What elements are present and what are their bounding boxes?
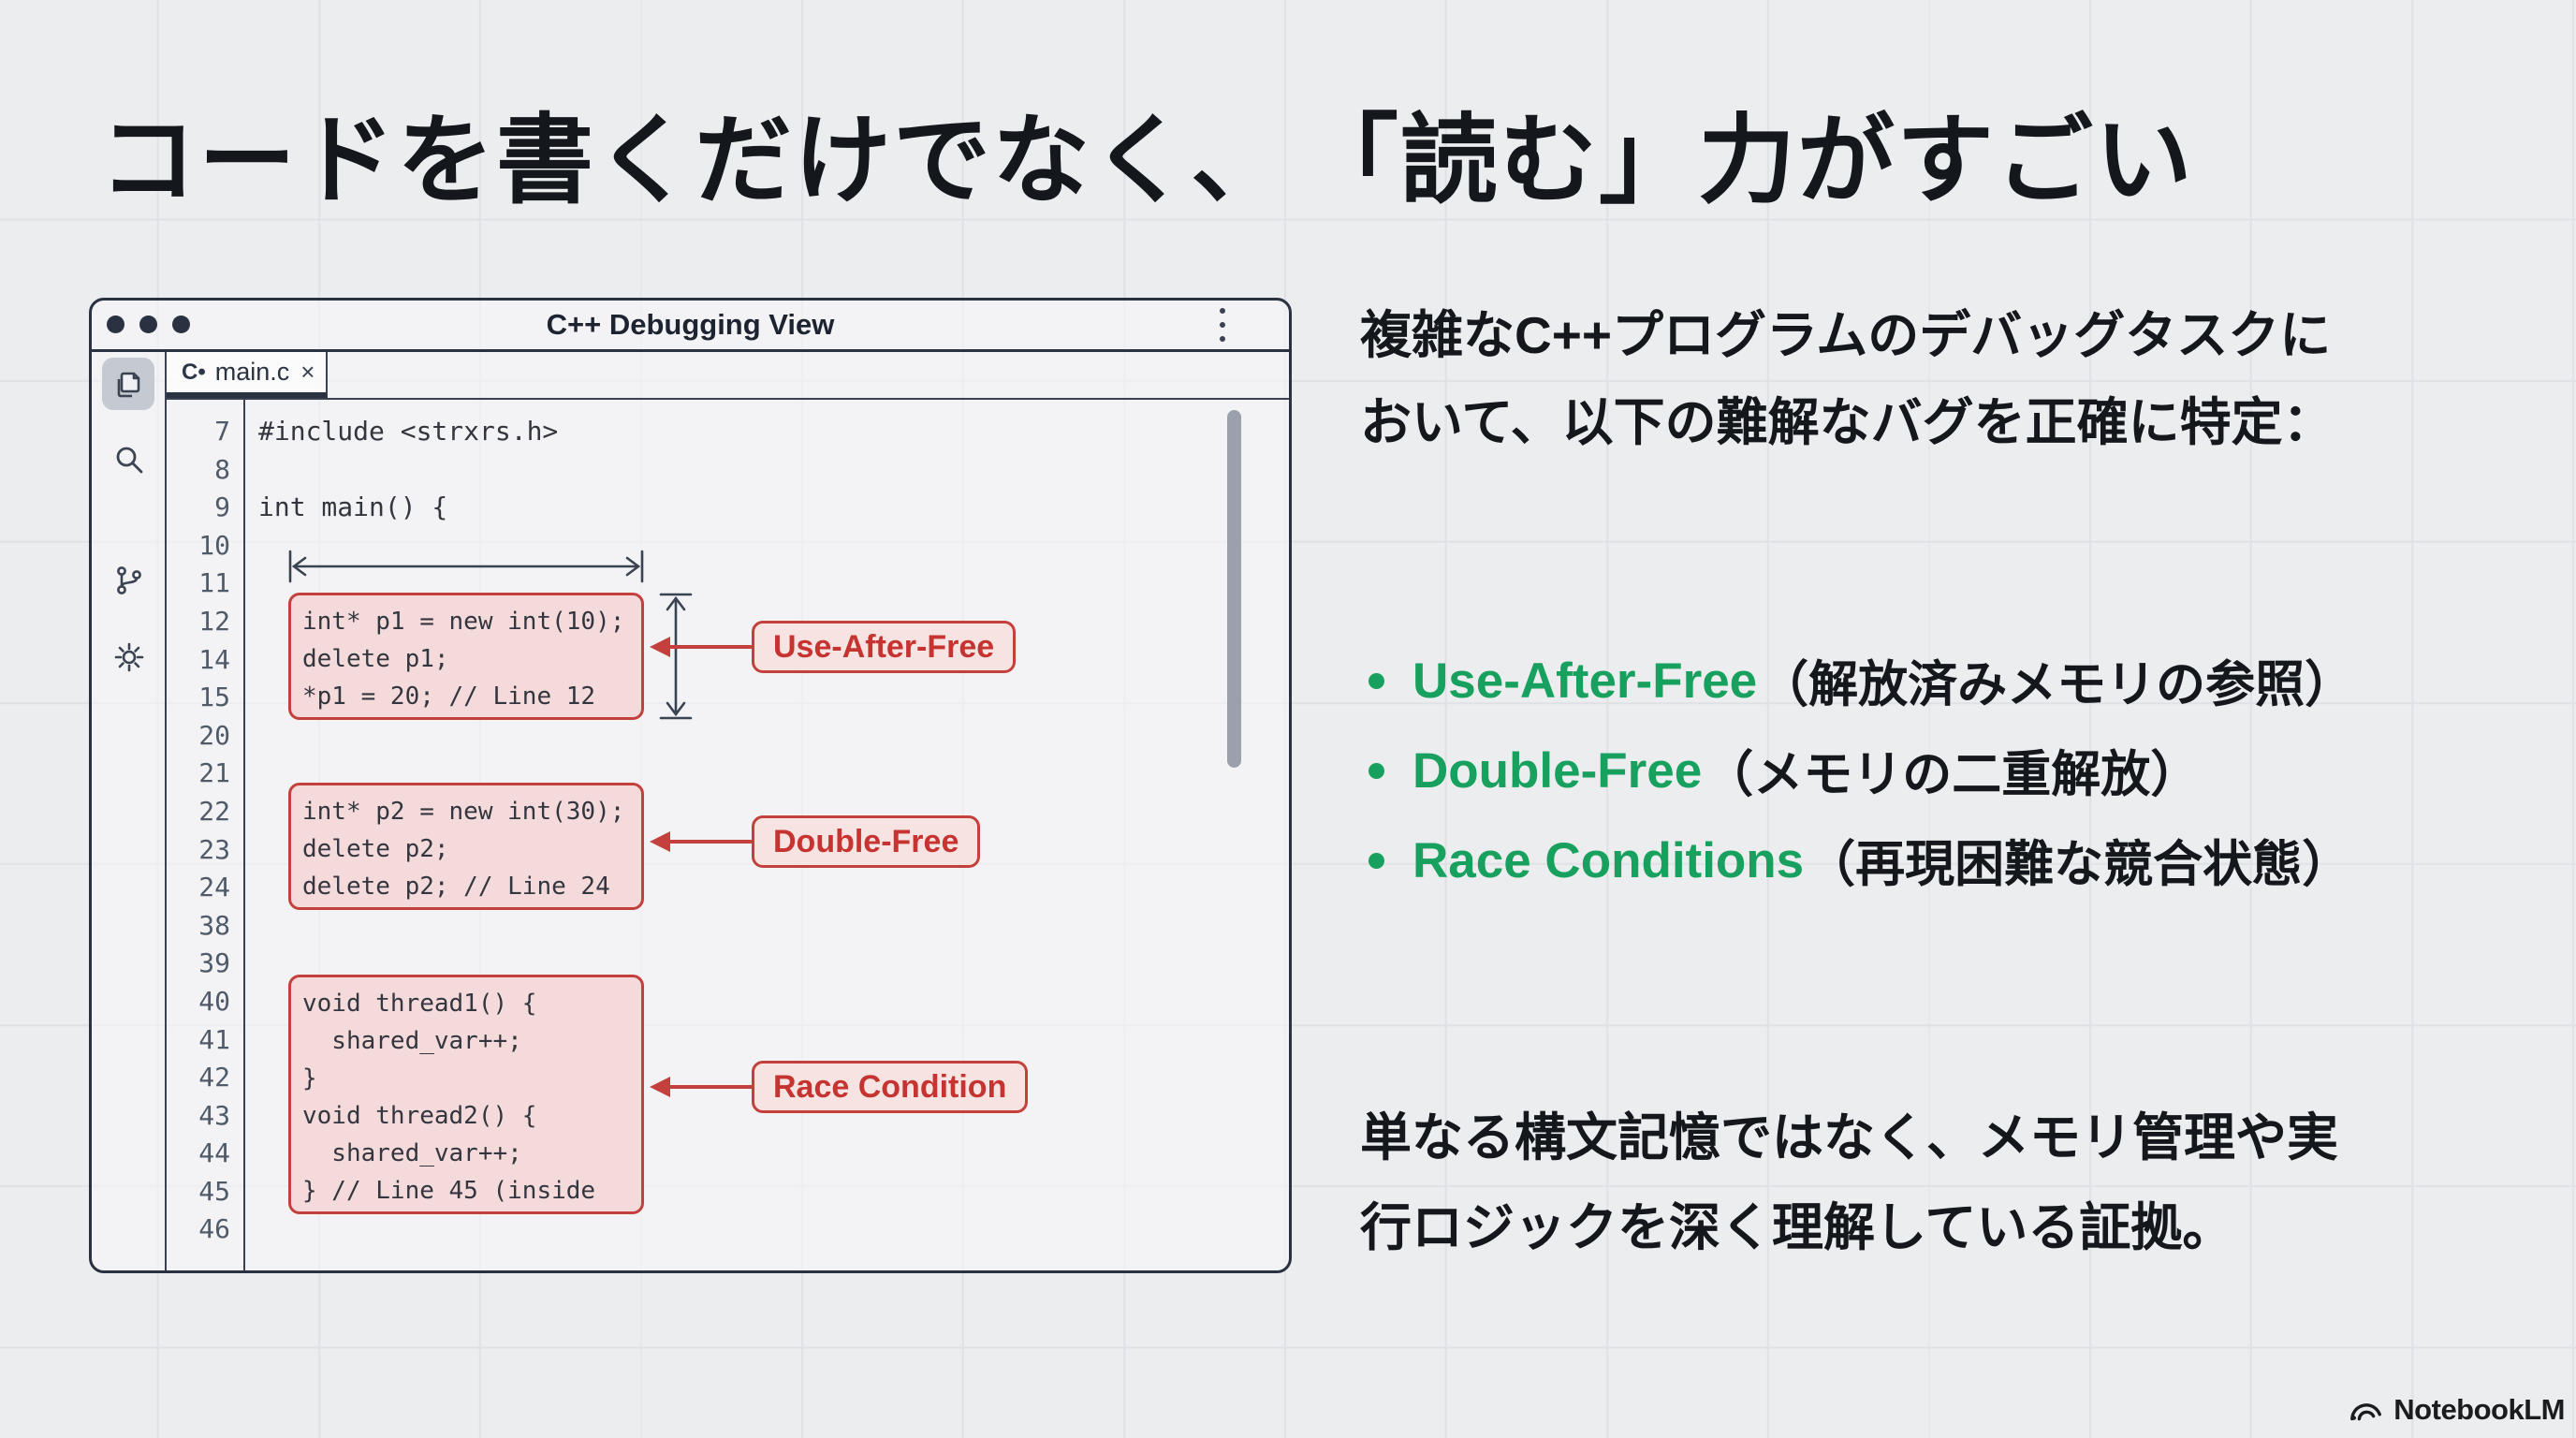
window-title: C++ Debugging View [546,308,835,341]
callout-label: Race Condition [773,1068,1007,1105]
bug-term: Double-Free [1412,742,1703,799]
callout-label: Double-Free [773,823,959,859]
line-number-gutter: 7 8 9 10 11 12 14 15 20 21 22 23 24 38 3… [167,398,245,1270]
bug-code: int* p1 = new int(10); delete p1; *p1 = … [302,608,625,711]
width-measure-arrow [288,550,644,583]
source-control-button[interactable] [112,564,146,597]
bug-desc: （再現困難な競合状態） [1806,837,2352,892]
files-icon [117,372,140,398]
c-file-icon: C• [182,359,206,385]
bug-list: Use-After-Free （解放済みメモリの参照） Double-Free … [1368,636,2354,905]
callout-label: Use-After-Free [773,628,995,665]
bug-code: int* p2 = new int(30); delete p2; delete… [302,798,625,901]
callout-arrow [650,831,754,852]
tab-main-c[interactable]: C• main.c × [167,352,328,398]
brand-name: NotebookLM [2393,1393,2565,1426]
page-title-right: 「読む」力がすごい [1350,107,2195,215]
git-branch-icon [117,566,141,594]
kebab-menu-icon[interactable] [1218,308,1227,342]
notebooklm-logo-icon [2350,1403,2382,1421]
bug-term: Race Conditions [1412,832,1805,888]
tab-filename: main.c [214,358,290,386]
tab-bar: C• main.c × [167,352,1289,400]
code-top-lines: #include <strxrs.h> int main() { [258,416,559,523]
traffic-light-zoom-icon[interactable] [172,315,190,333]
height-measure-arrow [659,593,693,720]
bug-code: void thread1() { shared_var++; } void th… [302,990,596,1205]
bullet-dot-icon [1368,852,1384,869]
bug-highlight-use-after-free: int* p1 = new int(10); delete p1; *p1 = … [288,593,644,720]
callout-double-free: Double-Free [752,815,981,868]
traffic-light-minimize-icon[interactable] [139,315,157,333]
search-button[interactable] [112,443,146,477]
intro-paragraph: 複雑なC++プログラムのデバッグタスクに おいて、以下の難解なバグを正確に特定： [1360,306,2334,451]
window-titlebar: C++ Debugging View [92,301,1289,352]
list-item: Race Conditions （再現困難な競合状態） [1368,815,2354,905]
page-title: コードを書くだけでなく、「読む」力がすごい [99,81,2194,222]
search-icon [116,447,143,474]
bug-highlight-double-free: int* p2 = new int(30); delete p2; delete… [288,783,644,910]
list-item: Double-Free （メモリの二重解放） [1368,726,2354,815]
list-item: Use-After-Free （解放済みメモリの参照） [1368,636,2354,726]
gear-icon [114,642,144,672]
outro-paragraph: 単なる構文記憶ではなく、メモリ管理や実 行ロジックを深く理解している証拠。 [1360,1108,2339,1256]
vertical-scrollbar[interactable] [1227,410,1241,768]
bug-desc: （解放済みメモリの参照） [1759,657,2355,712]
callout-use-after-free: Use-After-Free [752,621,1017,673]
traffic-light-close-icon[interactable] [107,315,124,333]
code-area: #include <strxrs.h> int main() { int* p1… [245,398,1286,1268]
bullet-dot-icon [1368,762,1384,779]
callout-race-condition: Race Condition [752,1061,1029,1113]
callout-arrow [650,637,754,657]
line-numbers: 7 8 9 10 11 12 14 15 20 21 22 23 24 38 3… [198,416,230,1245]
callout-arrow [650,1077,754,1097]
explorer-button[interactable] [102,358,154,410]
code-editor-window: C++ Debugging View [89,298,1292,1273]
bug-highlight-race-condition: void thread1() { shared_var++; } void th… [288,975,644,1214]
page-title-left: コードを書くだけでなく、 [99,107,1291,215]
bug-desc: （メモリの二重解放） [1704,747,2201,802]
brand-footer: NotebookLM [2349,1393,2565,1427]
activity-bar [92,352,167,1270]
settings-button[interactable] [112,640,146,674]
tab-close-icon[interactable]: × [300,358,315,386]
bug-term: Use-After-Free [1412,653,1758,709]
bullet-dot-icon [1368,672,1384,689]
